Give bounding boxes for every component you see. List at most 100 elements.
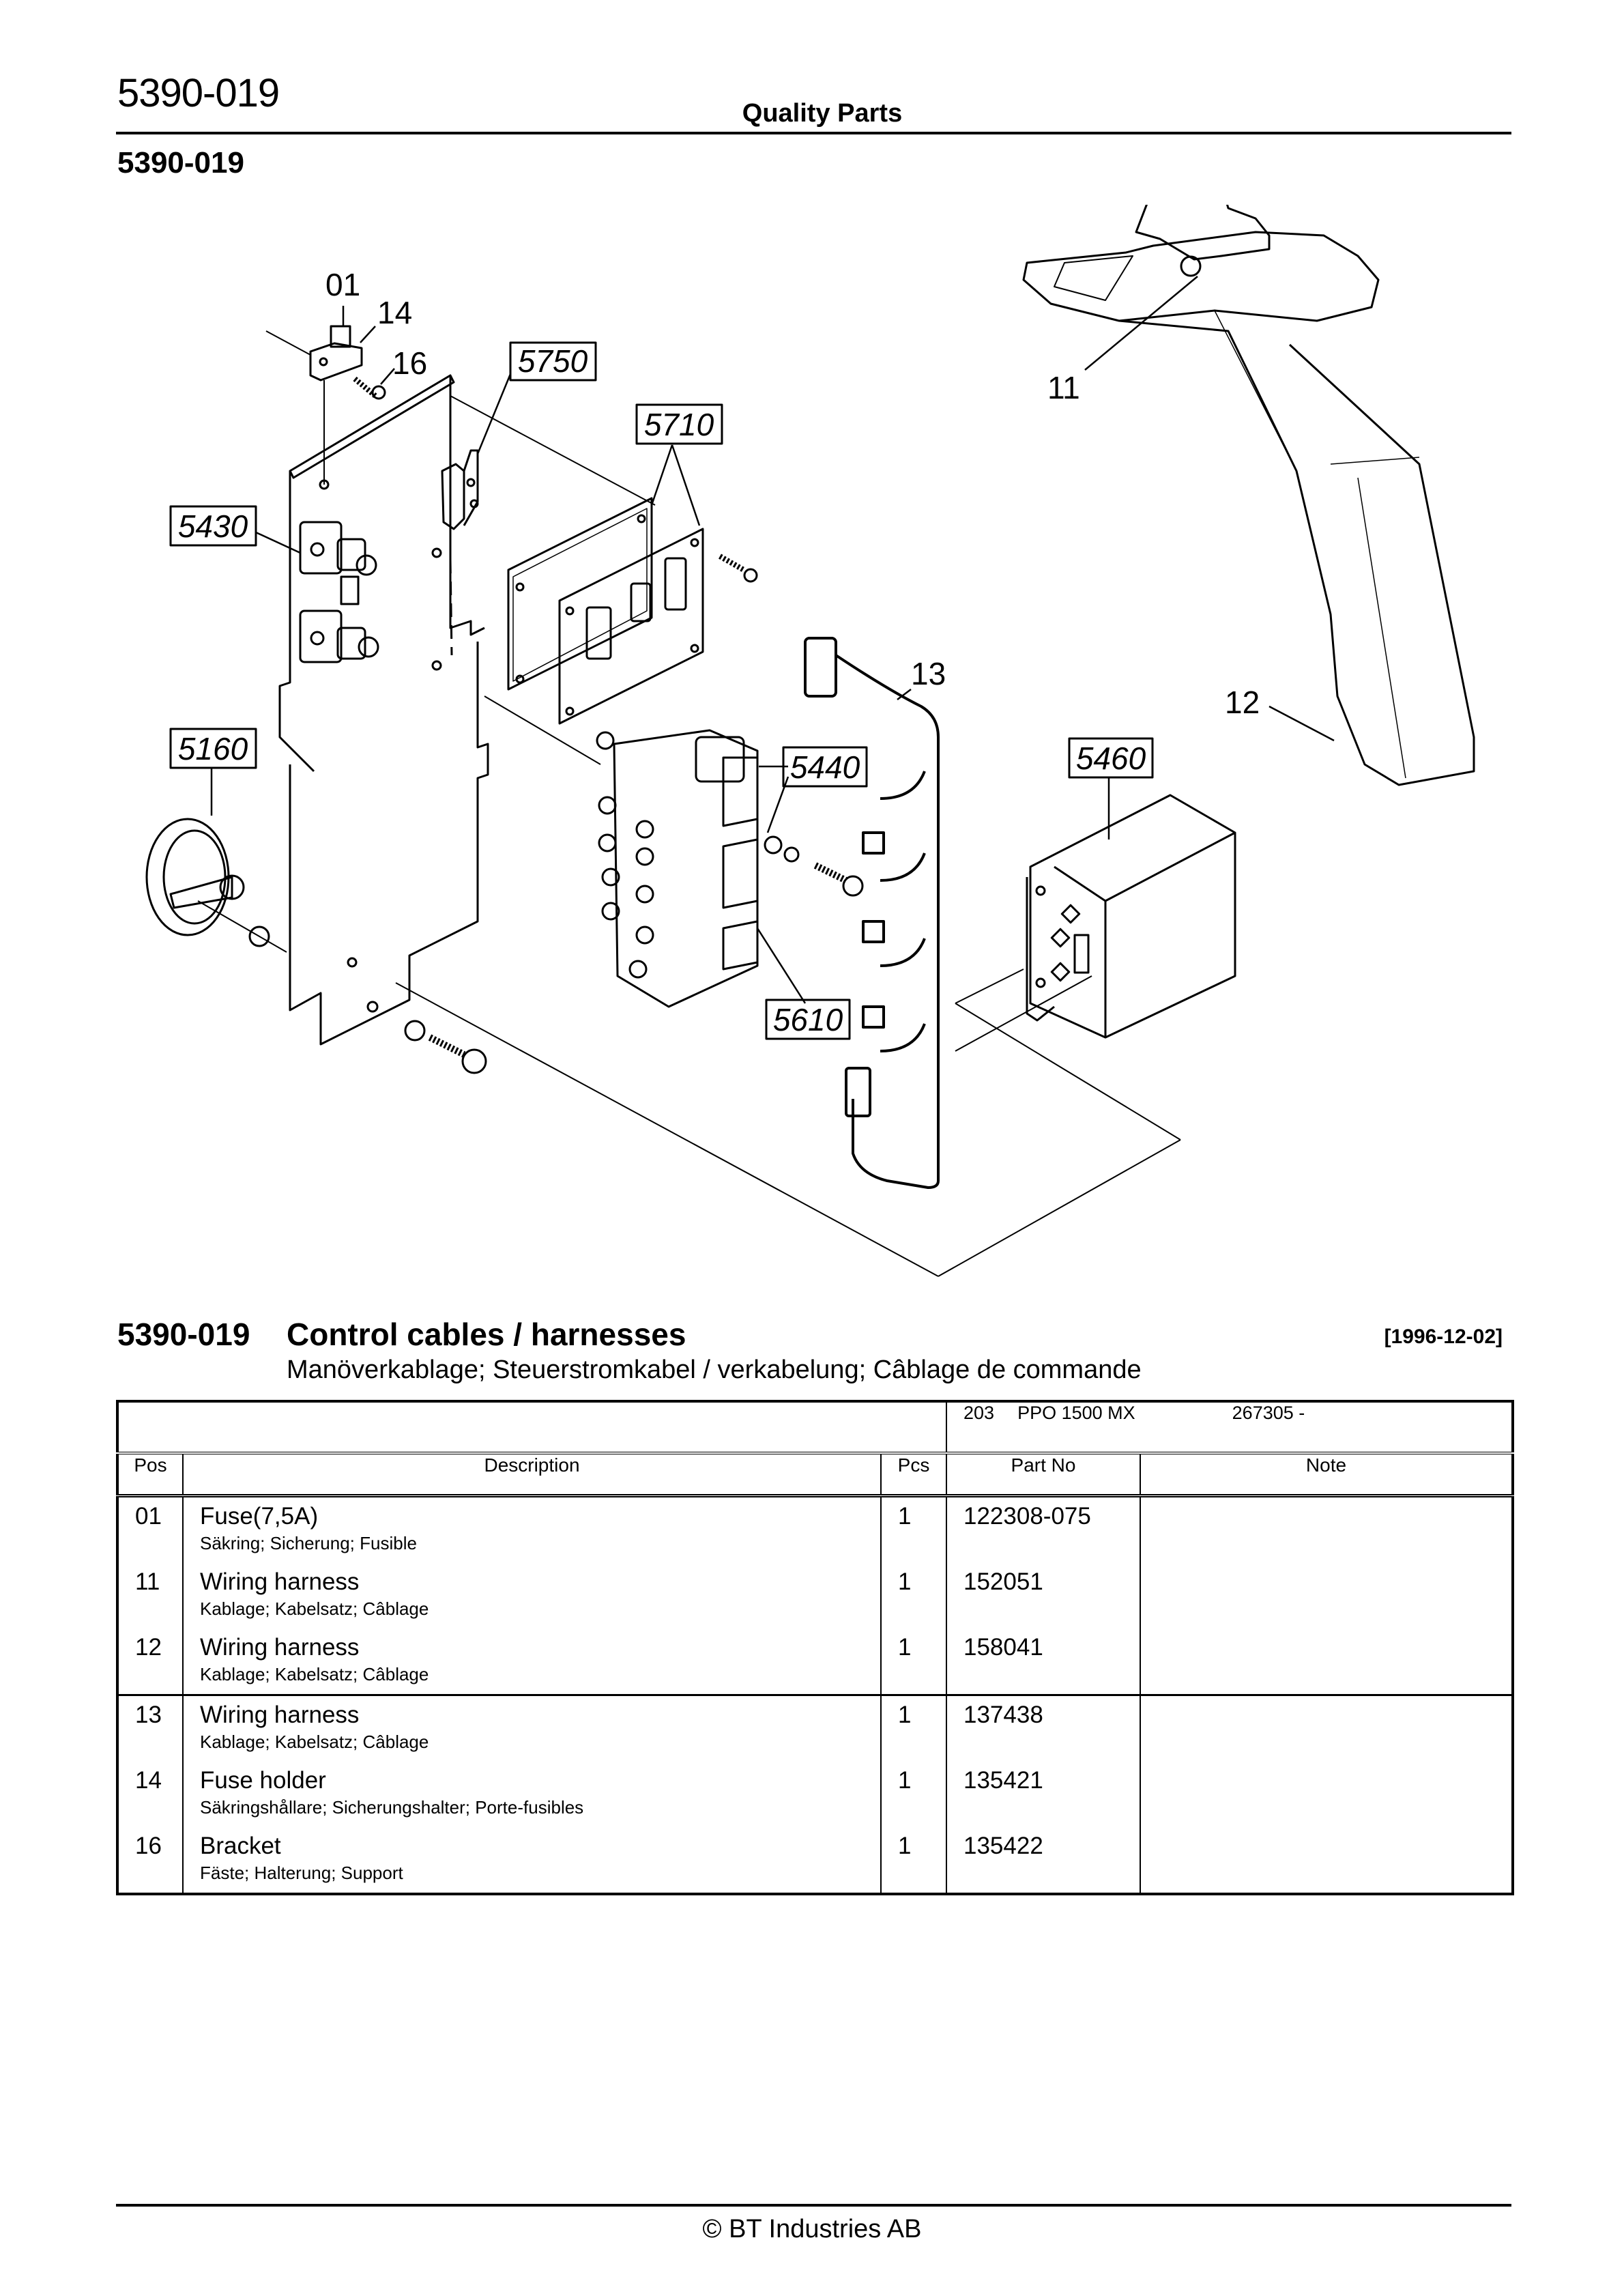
mounting-plate (278, 374, 489, 1046)
row-name: Wiring harness (200, 1568, 360, 1595)
row-translations: Kablage; Kabelsatz; Câblage (200, 1598, 429, 1619)
ref-5440-label: 5440 (790, 749, 860, 785)
row-note (1140, 1827, 1513, 1894)
row-name: Fuse holder (200, 1767, 326, 1794)
model-row-blank (117, 1401, 946, 1454)
row-pcs: 1 (880, 1695, 946, 1762)
brand-label: Quality Parts (742, 99, 903, 128)
model-serial: 267305 - (1232, 1403, 1305, 1423)
column-header-row: Pos Description Pcs Part No Note (117, 1453, 1513, 1497)
row-note (1140, 1695, 1513, 1762)
row-pcs: 1 (880, 1495, 946, 1563)
row-pcs: 1 (880, 1563, 946, 1628)
exploded-parts-diagram: 01 14 16 11 12 13 5750 5710 5430 5160 54… (145, 205, 1475, 1277)
row-name: Bracket (200, 1833, 281, 1859)
row-description: Fuse(7,5A) Säkring; Sicherung; Fusible (182, 1495, 881, 1563)
micro-switch (441, 449, 479, 530)
row-part-no: 135421 (946, 1762, 1140, 1827)
fuse-holder-bracket (265, 325, 386, 485)
row-part-no: 122308-075 (946, 1495, 1140, 1563)
row-pos: 13 (135, 1702, 162, 1728)
row-translations: Säkringshållare; Sicherungshalter; Porte… (200, 1797, 584, 1818)
revision-date: [1996-12-02] (1384, 1325, 1503, 1348)
row-note (1140, 1563, 1513, 1628)
callout-11: 11 (1047, 370, 1080, 405)
col-part-no: Part No (946, 1453, 1140, 1497)
row-pos: 16 (135, 1833, 162, 1859)
row-name: Fuse(7,5A) (200, 1503, 319, 1530)
row-pos: 11 (135, 1568, 160, 1595)
ref-5710-label: 5710 (644, 407, 714, 442)
control-module (1026, 794, 1236, 1039)
row-name: Wiring harness (200, 1702, 360, 1728)
row-part-no: 135422 (946, 1827, 1140, 1894)
callout-01: 01 (325, 267, 360, 302)
row-part-no: 158041 (946, 1628, 1140, 1696)
terminal-block (299, 521, 379, 663)
horn (145, 818, 287, 953)
row-note (1140, 1762, 1513, 1827)
row-pos: 12 (117, 1628, 183, 1696)
row-pos: 01 (135, 1503, 162, 1530)
parts-table: 203 PPO 1500 MX 267305 - Pos Description P… (116, 1400, 1514, 1895)
row-note (1140, 1628, 1513, 1696)
row-name: Wiring harness (200, 1634, 360, 1661)
perspective-lines (395, 395, 1181, 1277)
ref-5750-label: 5750 (518, 343, 588, 379)
col-note: Note (1140, 1453, 1513, 1497)
pcb-boards (507, 497, 758, 725)
contactor-block (596, 729, 864, 1008)
ref-5610: 5610 (765, 999, 851, 1040)
tiller-handle (1022, 205, 1475, 786)
row-pcs: 1 (880, 1827, 946, 1894)
ref-5460-label: 5460 (1076, 741, 1146, 776)
page-title: Control cables / harnesses (287, 1317, 686, 1352)
row-pcs: 1 (880, 1762, 946, 1827)
ref-5710: 5710 (635, 403, 723, 445)
mounting-screw (404, 1020, 487, 1074)
header-rule (116, 132, 1511, 134)
ref-5160-label: 5160 (178, 731, 248, 766)
ref-5460: 5460 (1068, 737, 1154, 779)
row-pos: 14 (135, 1767, 162, 1794)
page-code: 5390-019 (117, 71, 280, 115)
title-translations: Manöverkablage; Steuerstromkabel / verka… (287, 1355, 1142, 1384)
callout-14: 14 (377, 295, 412, 330)
model-code: 203 (963, 1403, 995, 1423)
col-pcs: Pcs (880, 1453, 946, 1497)
model-name: PPO 1500 MX (1017, 1403, 1135, 1423)
table-row: 01 Fuse(7,5A) Säkring; Sicherung; Fusible… (117, 1495, 1513, 1563)
callout-16: 16 (392, 345, 427, 381)
ref-5440: 5440 (782, 746, 868, 788)
copyright: © BT Industries AB (702, 2215, 922, 2243)
ref-5750: 5750 (509, 341, 597, 382)
model-row: 203 PPO 1500 MX 267305 - (117, 1401, 1513, 1454)
model-info: 203 PPO 1500 MX 267305 - (946, 1401, 1513, 1454)
wiring-harness-13 (804, 637, 940, 1189)
col-pos: Pos (117, 1453, 183, 1497)
row-translations: Kablage; Kabelsatz; Câblage (200, 1732, 429, 1752)
footer-rule (116, 2204, 1511, 2207)
row-note (1140, 1495, 1513, 1563)
ref-5430-label: 5430 (178, 508, 248, 544)
row-part-no: 152051 (946, 1563, 1140, 1628)
col-description: Description (182, 1453, 881, 1497)
row-pcs: 1 (880, 1628, 946, 1696)
title-code: 5390-019 (117, 1317, 250, 1352)
callout-12: 12 (1225, 685, 1260, 720)
row-translations: Säkring; Sicherung; Fusible (200, 1533, 417, 1553)
row-part-no: 137438 (946, 1695, 1140, 1762)
ref-5160: 5160 (169, 728, 257, 769)
row-translations: Kablage; Kabelsatz; Câblage (200, 1664, 429, 1684)
callout-13: 13 (911, 656, 946, 691)
ref-5430: 5430 (169, 505, 257, 547)
